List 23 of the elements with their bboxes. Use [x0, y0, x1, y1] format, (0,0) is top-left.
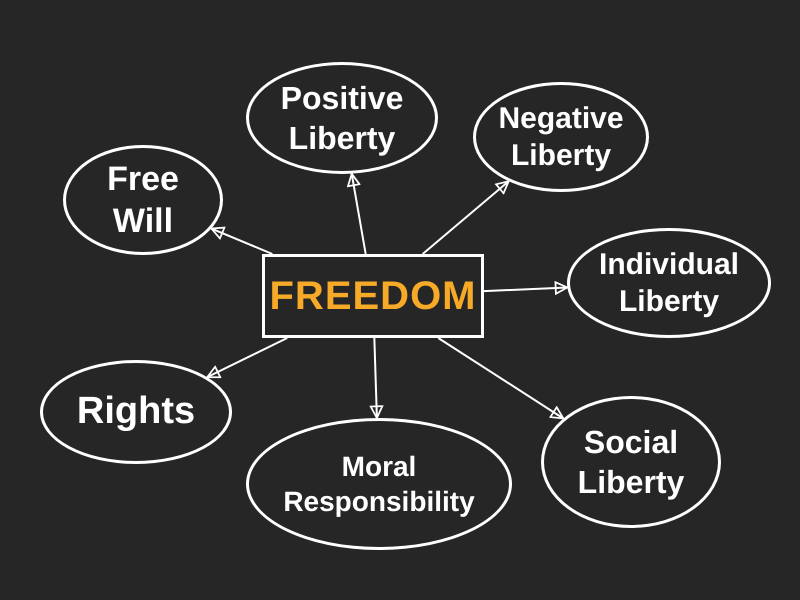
central-title: FREEDOM	[268, 273, 478, 320]
ellipse-node	[567, 228, 771, 338]
arrow	[438, 337, 564, 420]
arrow	[210, 226, 273, 255]
node-label: Positive Liberty	[280, 79, 404, 158]
arrow	[370, 338, 384, 419]
arrow	[347, 172, 367, 254]
ellipse-node	[40, 360, 232, 464]
node-label: Free Will	[106, 158, 180, 242]
ellipse-node	[246, 62, 438, 174]
arrow	[484, 281, 568, 295]
ellipse-node	[541, 396, 721, 528]
node-label: Individual Liberty	[598, 246, 740, 320]
ellipse-node	[63, 145, 223, 255]
node-label: Rights	[76, 389, 196, 434]
node-label: Moral Responsibility	[282, 450, 476, 519]
ellipse-node	[473, 82, 649, 192]
node-label: Social Liberty	[576, 423, 686, 502]
node-label: Negative Liberty	[497, 100, 625, 174]
arrow	[422, 180, 510, 255]
ellipse-node	[246, 418, 512, 550]
arrow	[206, 337, 288, 378]
central-box	[262, 254, 484, 338]
